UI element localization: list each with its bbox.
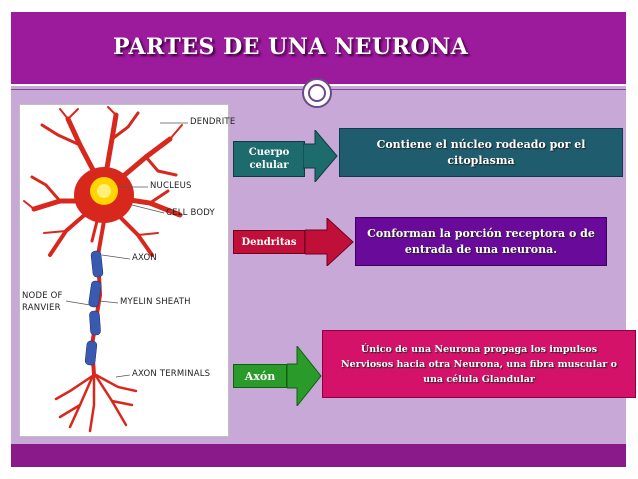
divider-ornament: [302, 78, 332, 108]
tag-axon: Axón: [233, 364, 287, 388]
tag-dendritas: Dendritas: [233, 230, 305, 254]
label-dendrite: DENDRITE: [190, 117, 236, 127]
arrow-right-icon: [303, 130, 338, 182]
neuron-diagram-image: DENDRITE NUCLEUS CELL BODY AXON NODE OF …: [19, 104, 235, 437]
label-axon-terminals: AXON TERMINALS: [132, 369, 211, 379]
description-axon: Único de una Neurona propaga los impulso…: [322, 330, 636, 398]
label-node-of-ranvier-2: RANVIER: [22, 303, 61, 313]
tag-cuerpo-celular: Cuerpo celular: [233, 141, 305, 177]
description-cuerpo-celular: Contiene el núcleo rodeado por el citopl…: [339, 128, 623, 177]
label-node-of-ranvier-1: NODE OF: [22, 291, 63, 301]
label-axon: AXON: [132, 253, 157, 263]
description-dendritas: Conforman la porción receptora o de entr…: [355, 217, 607, 266]
slide-title: PARTES DE UNA NEURONA: [113, 34, 469, 60]
arrow-right-icon: [305, 218, 354, 266]
label-cell-body: CELL BODY: [166, 208, 215, 218]
arrow-right-icon: [287, 346, 322, 406]
neuron-illustration: [23, 106, 188, 433]
footer-bar: [11, 444, 626, 467]
label-myelin-sheath: MYELIN SHEATH: [120, 297, 191, 307]
label-nucleus: NUCLEUS: [150, 181, 192, 191]
title-bar: [11, 12, 626, 86]
